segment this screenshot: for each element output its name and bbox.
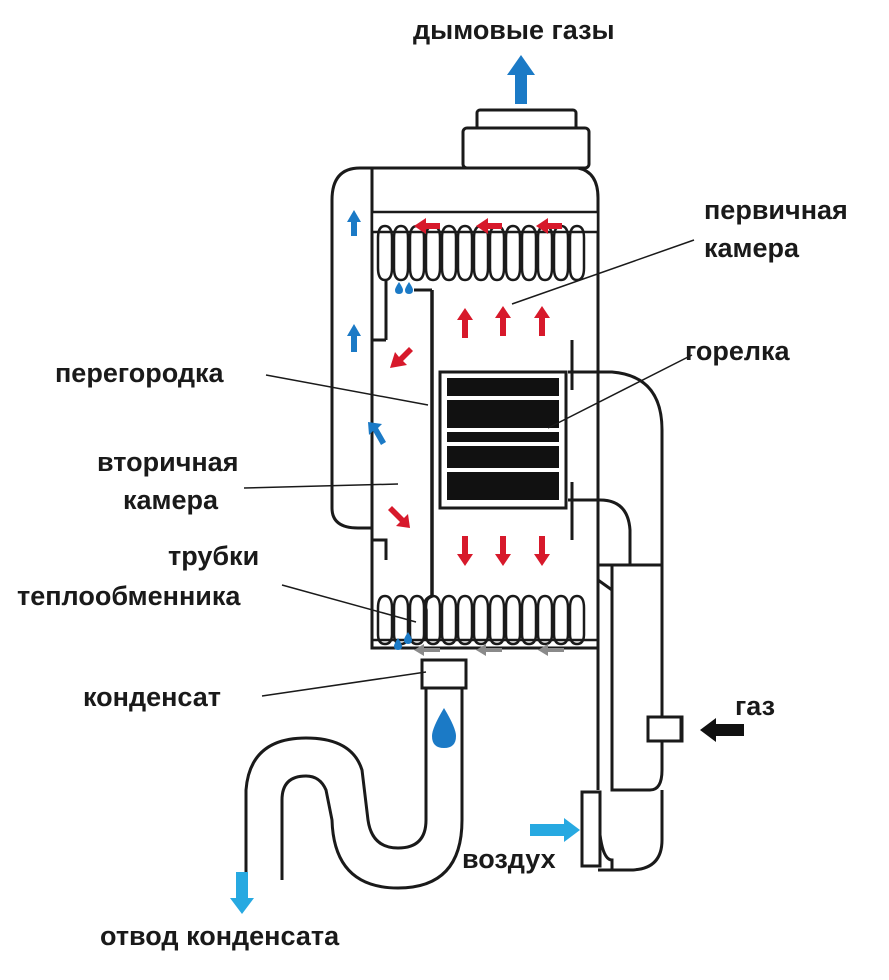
air-inlet [580, 790, 602, 868]
label-burner: горелка [685, 336, 790, 366]
black-arrow-icon [700, 718, 744, 742]
bottom-heat-exchanger-tubes [372, 594, 598, 650]
blue-arrow-icon [347, 210, 386, 445]
label-gas: газ [735, 691, 776, 721]
condensate-siphon [244, 658, 468, 890]
label-heat-exchanger-tubes-line2: теплообменника [17, 581, 241, 611]
leader-lines [243, 239, 695, 697]
jacket-lip-bottom [370, 538, 388, 560]
gas-nozzle [646, 715, 684, 743]
label-primary-chamber-line2: камера [704, 233, 800, 263]
label-air: воздух [462, 844, 556, 874]
red-arrow-icon [388, 218, 562, 566]
label-flue-gases: дымовые газы [413, 15, 615, 45]
gray-arrow-icon [414, 644, 564, 656]
jacket-lip-top [370, 210, 386, 342]
label-condensate: конденсат [83, 682, 222, 712]
water-drop-icon [394, 282, 456, 748]
label-heat-exchanger-tubes-line1: трубки [168, 541, 260, 571]
gas-air-pipe [568, 370, 664, 872]
label-primary-chamber-line1: первичная [704, 195, 848, 225]
outer-jacket [330, 166, 372, 530]
flue-collar [461, 108, 591, 170]
flue-gas-arrow-icon [507, 55, 535, 104]
burner [438, 340, 574, 540]
label-condensate-drain: отвод конденсата [100, 921, 340, 951]
label-secondary-chamber-line1: вторичная [97, 447, 239, 477]
label-partition: перегородка [55, 358, 224, 388]
label-secondary-chamber-line2: камера [123, 485, 219, 515]
air-arrow-icon [530, 818, 580, 842]
drain-arrow-icon [230, 872, 254, 914]
partition [423, 290, 434, 640]
